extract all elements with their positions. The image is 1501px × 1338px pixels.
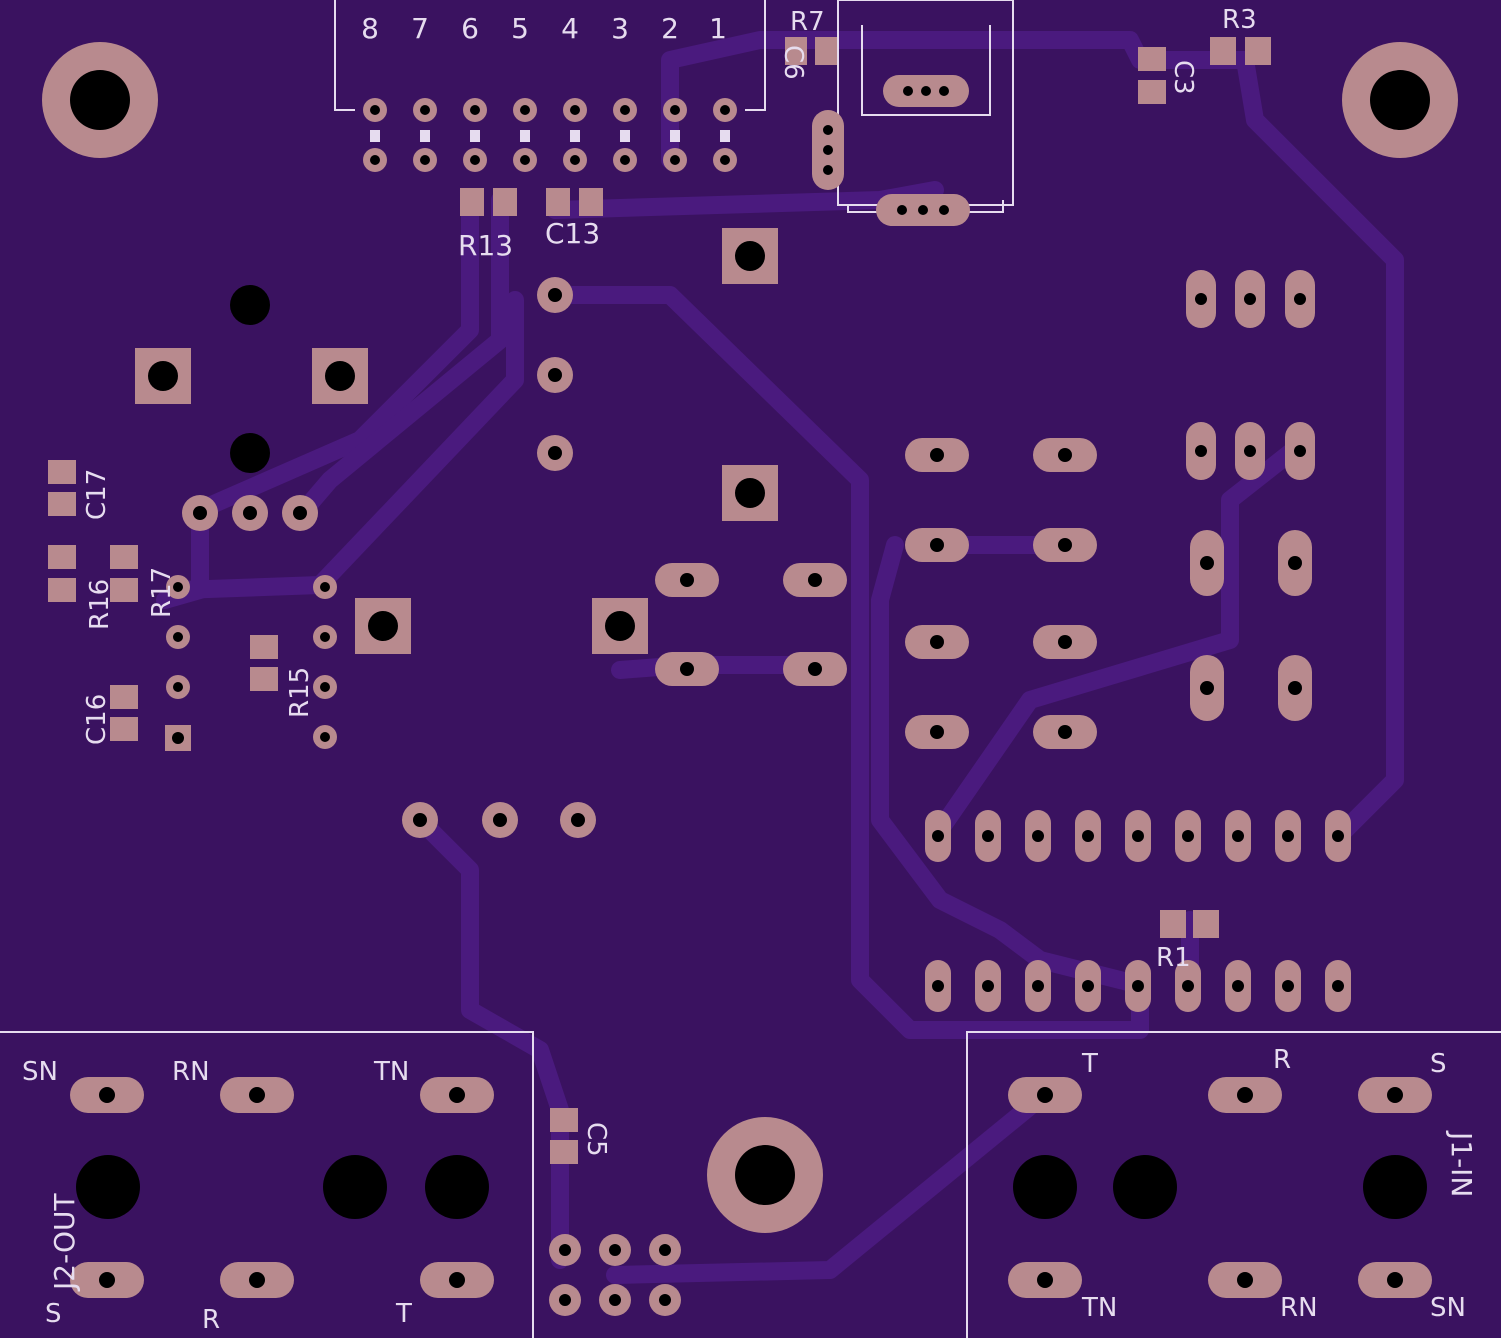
j2-name: J2-OUT: [48, 1193, 81, 1292]
label-r3: R3: [1222, 5, 1257, 35]
pin-label: 5: [511, 12, 529, 45]
j2-out-jack: J2-OUT SN RN TN S R T: [22, 1057, 412, 1335]
header-pin-numbers: 8 7 6 5 4 3 2 1: [361, 12, 727, 45]
label-c6: C6: [778, 45, 808, 80]
j2-pin-sn: SN: [22, 1057, 58, 1087]
pin-label: 3: [611, 12, 629, 45]
square-pads: [135, 228, 778, 751]
round-pads: [166, 277, 681, 1316]
pin-label: 6: [461, 12, 479, 45]
label-r17: R17: [147, 567, 177, 618]
pin-label: 1: [709, 12, 727, 45]
smd-pads: [48, 37, 1271, 1164]
j1-pin-tn: TN: [1081, 1293, 1117, 1323]
j2-pin-r: R: [202, 1305, 220, 1335]
j1-pin-rn: RN: [1280, 1293, 1318, 1323]
pin-label: 2: [661, 12, 679, 45]
j2-pin-s: S: [45, 1299, 62, 1329]
j1-pin-t: T: [1081, 1049, 1098, 1079]
j1-name: J1-IN: [1445, 1130, 1478, 1197]
label-r16: R16: [85, 579, 115, 630]
j1-pin-r: R: [1273, 1045, 1291, 1075]
j1-in-jack: J1-IN T R S TN RN SN: [1081, 1045, 1478, 1323]
part-designators: C6 R7 R3 C3 R13 C13 C17 R16 R17 R15 C16 …: [82, 5, 1257, 1157]
pin-label: 7: [411, 12, 429, 45]
label-c13: C13: [545, 217, 600, 250]
vertical-oval-pads: [1186, 270, 1315, 721]
label-r7: R7: [790, 7, 825, 37]
label-c16: C16: [82, 694, 112, 745]
label-r15: R15: [285, 667, 315, 718]
label-r13: R13: [458, 229, 513, 262]
j2-pin-rn: RN: [172, 1057, 210, 1087]
label-r1: R1: [1156, 943, 1191, 973]
oval-pads: [70, 438, 1432, 1298]
dip-ic: [925, 810, 1351, 1012]
drill-holes: [76, 285, 1427, 1219]
copper-traces: [156, 31, 1404, 1284]
label-c3: C3: [1168, 60, 1198, 95]
pin-label: 8: [361, 12, 379, 45]
j1-pin-s: S: [1430, 1049, 1447, 1079]
transistor-packages: [812, 75, 970, 226]
pin-label: 4: [561, 12, 579, 45]
label-c5: C5: [581, 1122, 611, 1157]
label-c17: C17: [82, 469, 112, 520]
j2-pin-t: T: [395, 1299, 412, 1329]
mounting-holes: [42, 42, 1458, 1233]
j1-pin-sn: SN: [1430, 1293, 1466, 1323]
j2-pin-tn: TN: [373, 1057, 409, 1087]
